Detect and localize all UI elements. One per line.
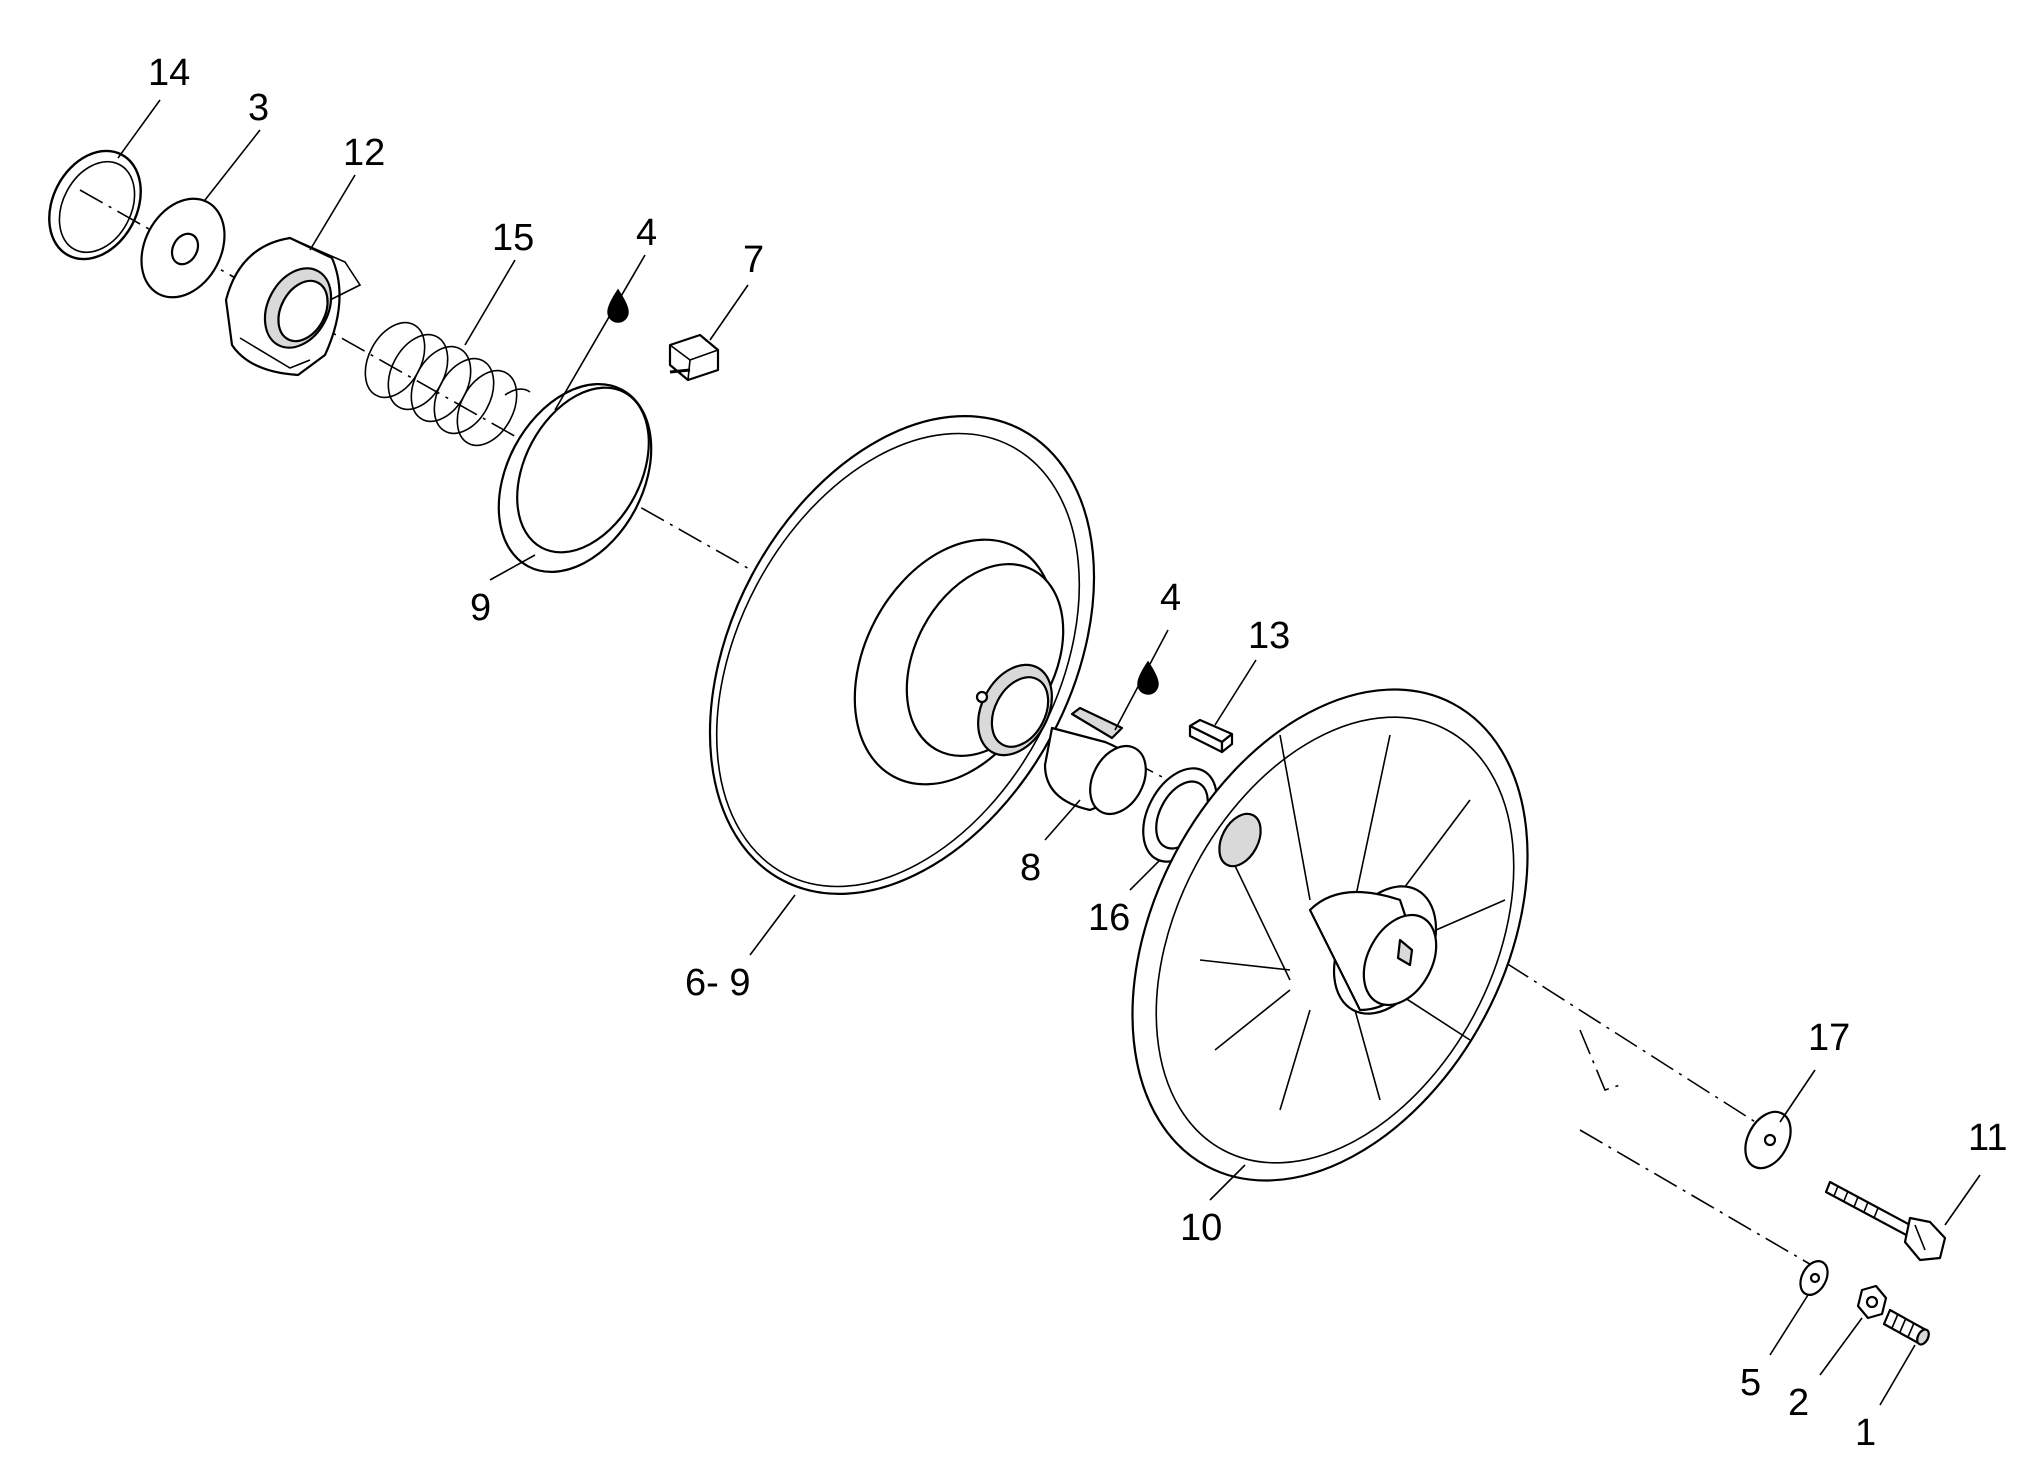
callout-6-9: 6- 9 xyxy=(685,962,750,1004)
bolt-part-11 xyxy=(1824,1180,1947,1262)
callout-3: 3 xyxy=(248,87,269,129)
callout-12: 12 xyxy=(343,132,385,174)
cam-part-12 xyxy=(224,236,362,377)
callout-labels: 14 3 12 15 4 7 9 4 13 8 16 6- 9 17 11 10… xyxy=(148,52,2007,1454)
sleeve-bushing-part-8 xyxy=(1043,706,1147,815)
nut-part-2 xyxy=(1856,1284,1888,1320)
bushing-part-9 xyxy=(497,383,653,573)
slider-shoe-part-7 xyxy=(668,333,720,382)
key-part-13 xyxy=(1188,718,1234,754)
circlip-part-14 xyxy=(48,149,142,261)
callout-17: 17 xyxy=(1808,1017,1850,1059)
callout-14: 14 xyxy=(148,52,190,94)
callout-5: 5 xyxy=(1740,1362,1761,1404)
callout-11: 11 xyxy=(1968,1117,2007,1159)
spring-part-15 xyxy=(364,321,531,447)
washer-part-3 xyxy=(140,197,226,299)
callout-8: 8 xyxy=(1020,847,1041,889)
callout-2: 2 xyxy=(1788,1382,1809,1424)
set-screw-part-1 xyxy=(1882,1308,1930,1346)
fixed-sheave-part-10 xyxy=(1131,688,1529,1182)
callout-7: 7 xyxy=(743,239,764,281)
leader-lines xyxy=(117,99,1981,1406)
callout-4-lower: 4 xyxy=(1160,577,1181,619)
callout-10: 10 xyxy=(1180,1207,1222,1249)
oil-drop-icon xyxy=(607,288,629,323)
oil-drop-icon xyxy=(1137,660,1159,695)
sliding-sheave-part-6-9 xyxy=(708,415,1096,895)
callout-13: 13 xyxy=(1248,615,1290,657)
callout-16: 16 xyxy=(1088,897,1130,939)
callout-4: 4 xyxy=(636,212,657,254)
washer-part-5 xyxy=(1799,1260,1829,1296)
callout-9: 9 xyxy=(470,587,491,629)
callout-1: 1 xyxy=(1855,1412,1876,1454)
washer-part-17 xyxy=(1744,1110,1792,1170)
callout-15: 15 xyxy=(492,217,534,259)
